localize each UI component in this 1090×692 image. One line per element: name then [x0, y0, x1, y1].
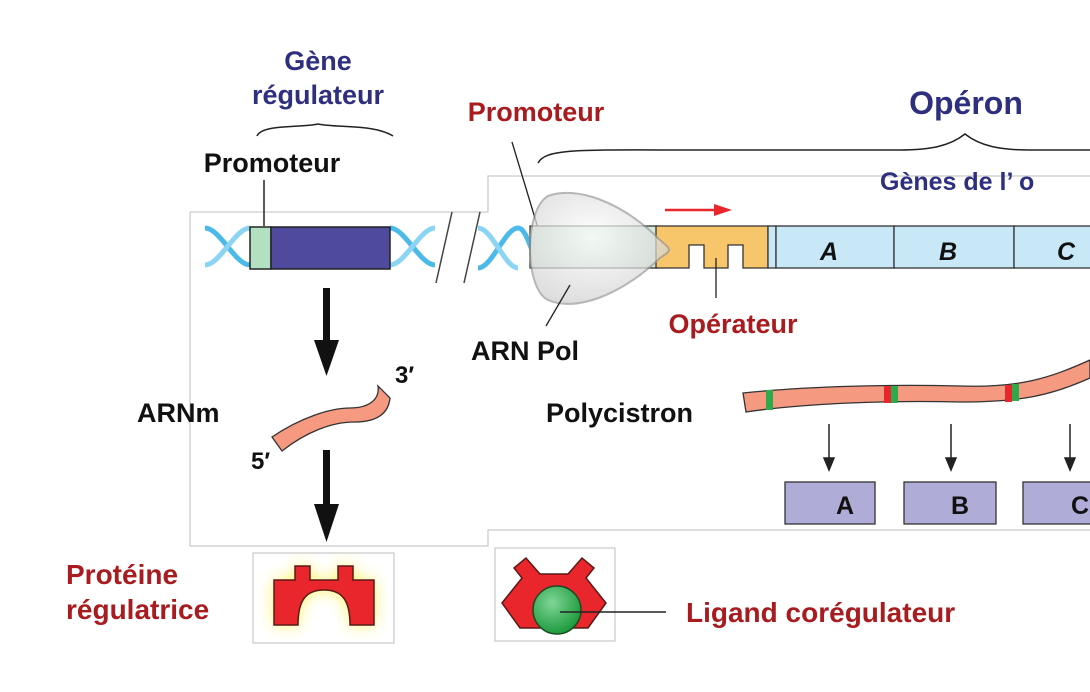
dna-helix-operon — [477, 225, 535, 271]
arrow-mrna-to-protein — [314, 450, 339, 542]
operator-label: Opérateur — [668, 309, 798, 339]
regulatory-protein-label-line1: Protéine — [66, 559, 178, 590]
gene-box-c — [1013, 225, 1090, 269]
operator-spacer — [767, 225, 777, 269]
regulator-promoter-label: Promoteur — [204, 148, 341, 178]
protein-label-b: B — [951, 492, 969, 520]
operator-box — [655, 225, 769, 269]
regulator-gene-box — [270, 226, 391, 270]
regulatory-protein-icon — [273, 565, 375, 626]
gene-label-a: A — [819, 238, 838, 266]
gene-label-b: B — [939, 238, 957, 266]
frame-outline — [189, 175, 1090, 547]
protein-label-c: C — [1071, 492, 1089, 520]
mrna-5-prime: 5′ — [251, 448, 270, 475]
protein-label-a: A — [836, 492, 854, 520]
operon-promoter-label: Promoteur — [468, 97, 605, 127]
arrow-gene-to-mrna — [314, 288, 339, 376]
mrna-strand — [271, 384, 391, 452]
transcription-direction-arrow — [665, 204, 732, 216]
gene-label-c: C — [1057, 238, 1076, 266]
regulator-gene-heading-line1: Gène — [284, 46, 352, 76]
protein-boxes: A B C — [784, 481, 1090, 525]
ligand-label: Ligand corégulateur — [686, 597, 955, 628]
rna-polymerase — [529, 192, 670, 305]
polycistron-strand — [742, 359, 1090, 413]
dna-break-marks — [435, 211, 481, 284]
regulator-promoter-box — [249, 226, 272, 270]
operon-brace — [537, 133, 1090, 164]
polycistron-label: Polycistron — [546, 398, 693, 428]
dna-helix-regulator — [204, 225, 436, 268]
regulator-gene-brace — [256, 123, 394, 137]
translation-arrows — [822, 424, 1077, 472]
ligand-icon — [532, 585, 582, 635]
rna-pol-pointer — [545, 284, 571, 327]
operon-genes-heading: Gènes de l’ o — [880, 168, 1034, 196]
repressor-ligand-complex-icon — [501, 556, 607, 635]
regulator-gene-heading-line2: régulateur — [252, 80, 385, 110]
regulatory-protein-label-line2: régulatrice — [66, 594, 209, 625]
operon-genes: A B C — [775, 225, 1090, 269]
polycistron-markers — [766, 384, 1019, 410]
mrna-3-prime: 3′ — [395, 362, 414, 389]
operon-heading: Opéron — [909, 85, 1023, 121]
gene-box-a — [775, 225, 895, 269]
mrna-label: ARNm — [137, 398, 220, 428]
protein-box-b — [903, 481, 997, 525]
protein-box-a — [784, 481, 876, 525]
rna-pol-label: ARN Pol — [471, 336, 579, 366]
protein-box-c — [1022, 481, 1090, 525]
